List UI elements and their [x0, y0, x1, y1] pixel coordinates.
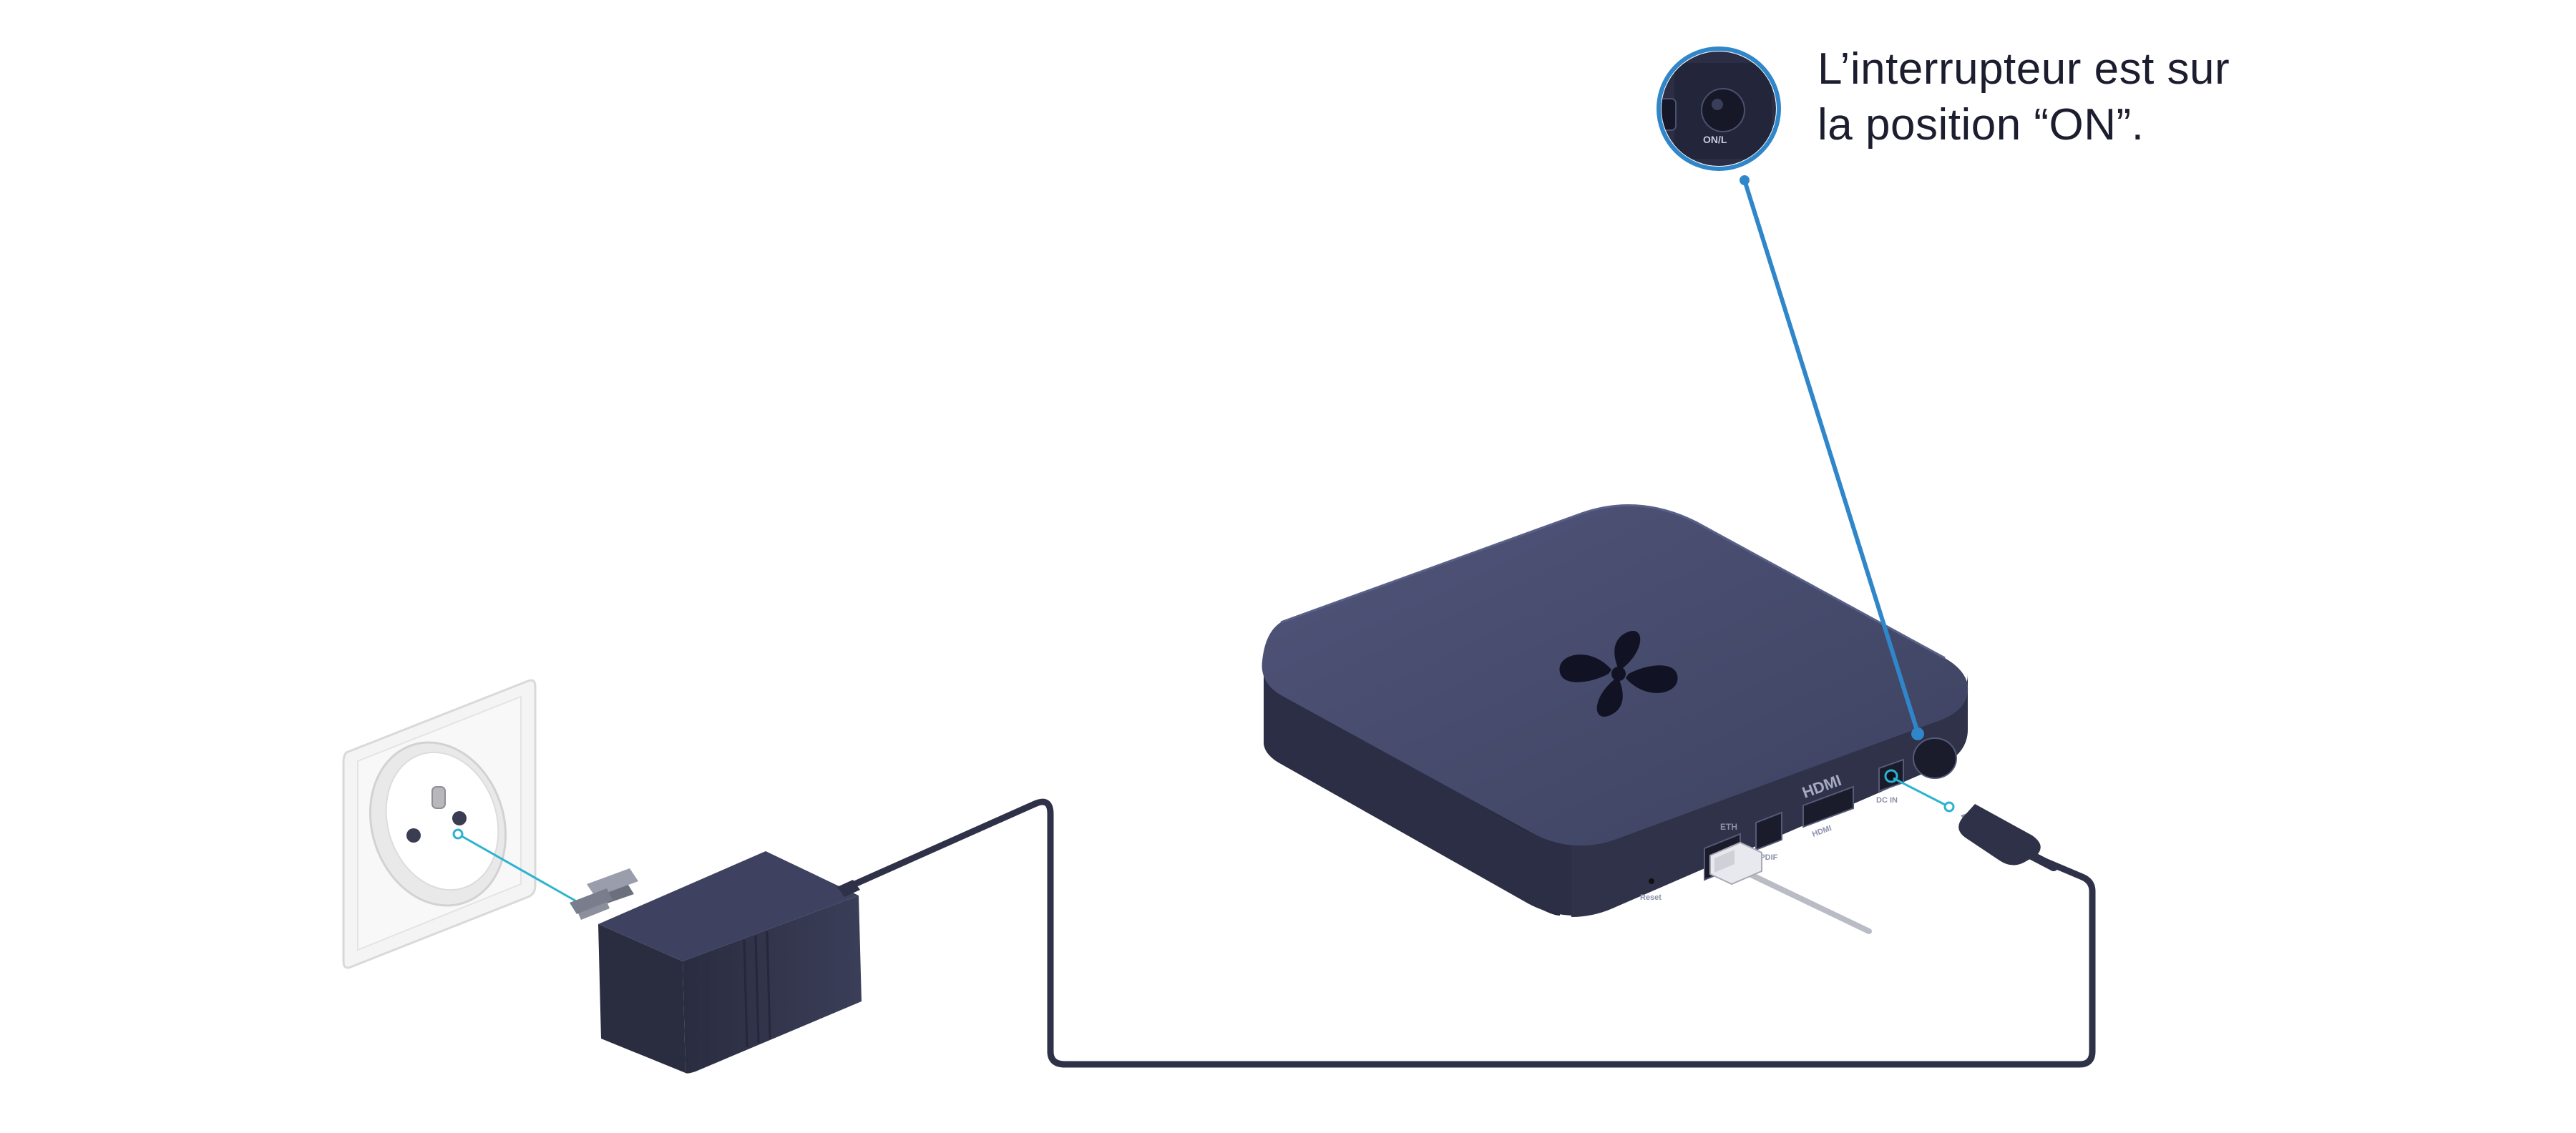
- zoom-on-label: ON/L: [1703, 134, 1727, 145]
- wall-outlet: [342, 679, 590, 969]
- outlet-callout-line: [457, 833, 585, 907]
- ethernet-cable: [1709, 841, 1872, 934]
- set-top-box: ETH SPDIF HDMI HDMI DC IN Reset: [1262, 504, 2058, 934]
- dc-in-label: DC IN: [1876, 796, 1898, 805]
- spdif-port: [1755, 811, 1782, 851]
- power-switch: [1913, 737, 1957, 779]
- instruction-caption: L’interrupteur est sur la position “ON”.: [1818, 41, 2462, 153]
- zoom-callout-line: [1742, 180, 1920, 733]
- power-adapter: [570, 851, 862, 1074]
- reset-label: Reset: [1640, 893, 1662, 902]
- power-switch-zoom-icon: ON/L: [1657, 46, 1924, 740]
- caption-line-1: L’interrupteur est sur: [1818, 44, 2230, 94]
- cloverleaf-logo-icon: [1559, 631, 1678, 717]
- power-cable: [848, 798, 2096, 1068]
- hdmi-sub-label: HDMI: [1811, 824, 1833, 839]
- caption-line-2: la position “ON”.: [1818, 100, 2145, 149]
- hdmi-port: [1802, 785, 1854, 828]
- eth-label: ETH: [1720, 822, 1737, 832]
- dc-plug: [1958, 804, 2058, 871]
- dc-callout-line: [1893, 777, 1950, 808]
